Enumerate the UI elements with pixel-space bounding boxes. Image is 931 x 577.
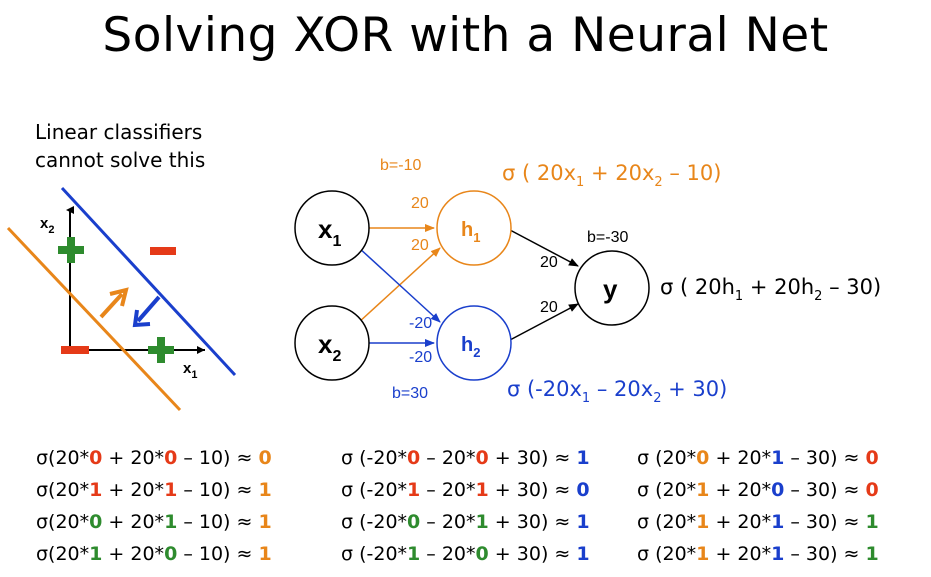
minus-marker xyxy=(61,346,89,354)
node-y: y xyxy=(574,250,650,326)
equation-row: σ(20*0 + 20*1 – 10) ≈ 1 xyxy=(36,511,272,533)
equation-row: σ (-20*0 – 20*0 + 30) ≈ 1 xyxy=(341,447,590,469)
orange-arrow xyxy=(99,292,124,319)
node-x1-label: x1 xyxy=(318,214,341,250)
edge-x1-h2 xyxy=(357,246,441,323)
minus-marker xyxy=(150,247,176,255)
formula-y: σ ( 20h1 + 20h2 – 30) xyxy=(660,275,881,304)
node-x1: x1 xyxy=(294,190,370,266)
edge-h2-y xyxy=(509,303,579,341)
node-h1-label: h1 xyxy=(461,219,480,245)
equation-row: σ(20*1 + 20*1 – 10) ≈ 1 xyxy=(36,479,272,501)
equation-row: σ (20*1 + 20*1 – 30) ≈ 1 xyxy=(637,543,879,565)
caption: Linear classifiers cannot solve this xyxy=(35,118,205,174)
weight-h2-y: 20 xyxy=(540,299,558,316)
equation-row: σ (20*1 + 20*0 – 30) ≈ 0 xyxy=(637,479,879,501)
equation-row: σ (20*1 + 20*1 – 30) ≈ 1 xyxy=(637,511,879,533)
plus-marker xyxy=(58,237,84,263)
y-axis-label: x2 xyxy=(40,215,54,236)
caption-line-1: Linear classifiers xyxy=(35,120,203,144)
node-h1: h1 xyxy=(436,190,512,266)
equation-row: σ(20*0 + 20*0 – 10) ≈ 0 xyxy=(36,447,272,469)
network-edges xyxy=(357,224,579,347)
bias-h2: b=30 xyxy=(392,385,428,402)
weight-x2-h1: 20 xyxy=(411,237,429,254)
equation-row: σ (-20*1 – 20*1 + 30) ≈ 0 xyxy=(341,479,590,501)
node-x2-label: x2 xyxy=(318,329,341,365)
blue-decision-line xyxy=(60,186,237,377)
weight-h1-y: 20 xyxy=(540,254,558,271)
edge-h1-y xyxy=(509,229,579,267)
weight-x1-h2: -20 xyxy=(409,315,432,332)
x-axis-label: x1 xyxy=(183,360,197,381)
node-h2-label: h2 xyxy=(461,334,480,360)
caption-line-2: cannot solve this xyxy=(35,148,206,172)
orange-arrow-head xyxy=(109,287,129,307)
node-y-label: y xyxy=(603,274,618,304)
bias-y: b=-30 xyxy=(587,229,628,246)
blue-arrow xyxy=(136,295,161,323)
weight-x1-h1: 20 xyxy=(411,195,429,212)
equation-row: σ (-20*1 – 20*0 + 30) ≈ 1 xyxy=(341,543,590,565)
equation-row: σ (-20*0 – 20*1 + 30) ≈ 1 xyxy=(341,511,590,533)
plus-marker xyxy=(148,337,174,363)
page-title: Solving XOR with a Neural Net xyxy=(102,8,829,63)
weight-x2-h2: -20 xyxy=(409,349,432,366)
formula-h2: σ (-20x1 – 20x2 + 30) xyxy=(507,377,727,406)
node-x2: x2 xyxy=(294,305,370,381)
xor-plot: x2 x1 xyxy=(6,186,237,412)
blue-arrow-head xyxy=(132,309,151,328)
formula-h1: σ ( 20x1 + 20x2 – 10) xyxy=(502,161,721,190)
node-h2: h2 xyxy=(436,305,512,381)
orange-decision-line xyxy=(6,226,182,412)
equation-row: σ(20*1 + 20*0 – 10) ≈ 1 xyxy=(36,543,272,565)
bias-h1: b=-10 xyxy=(380,157,421,174)
equation-row: σ (20*0 + 20*1 – 30) ≈ 0 xyxy=(637,447,879,469)
